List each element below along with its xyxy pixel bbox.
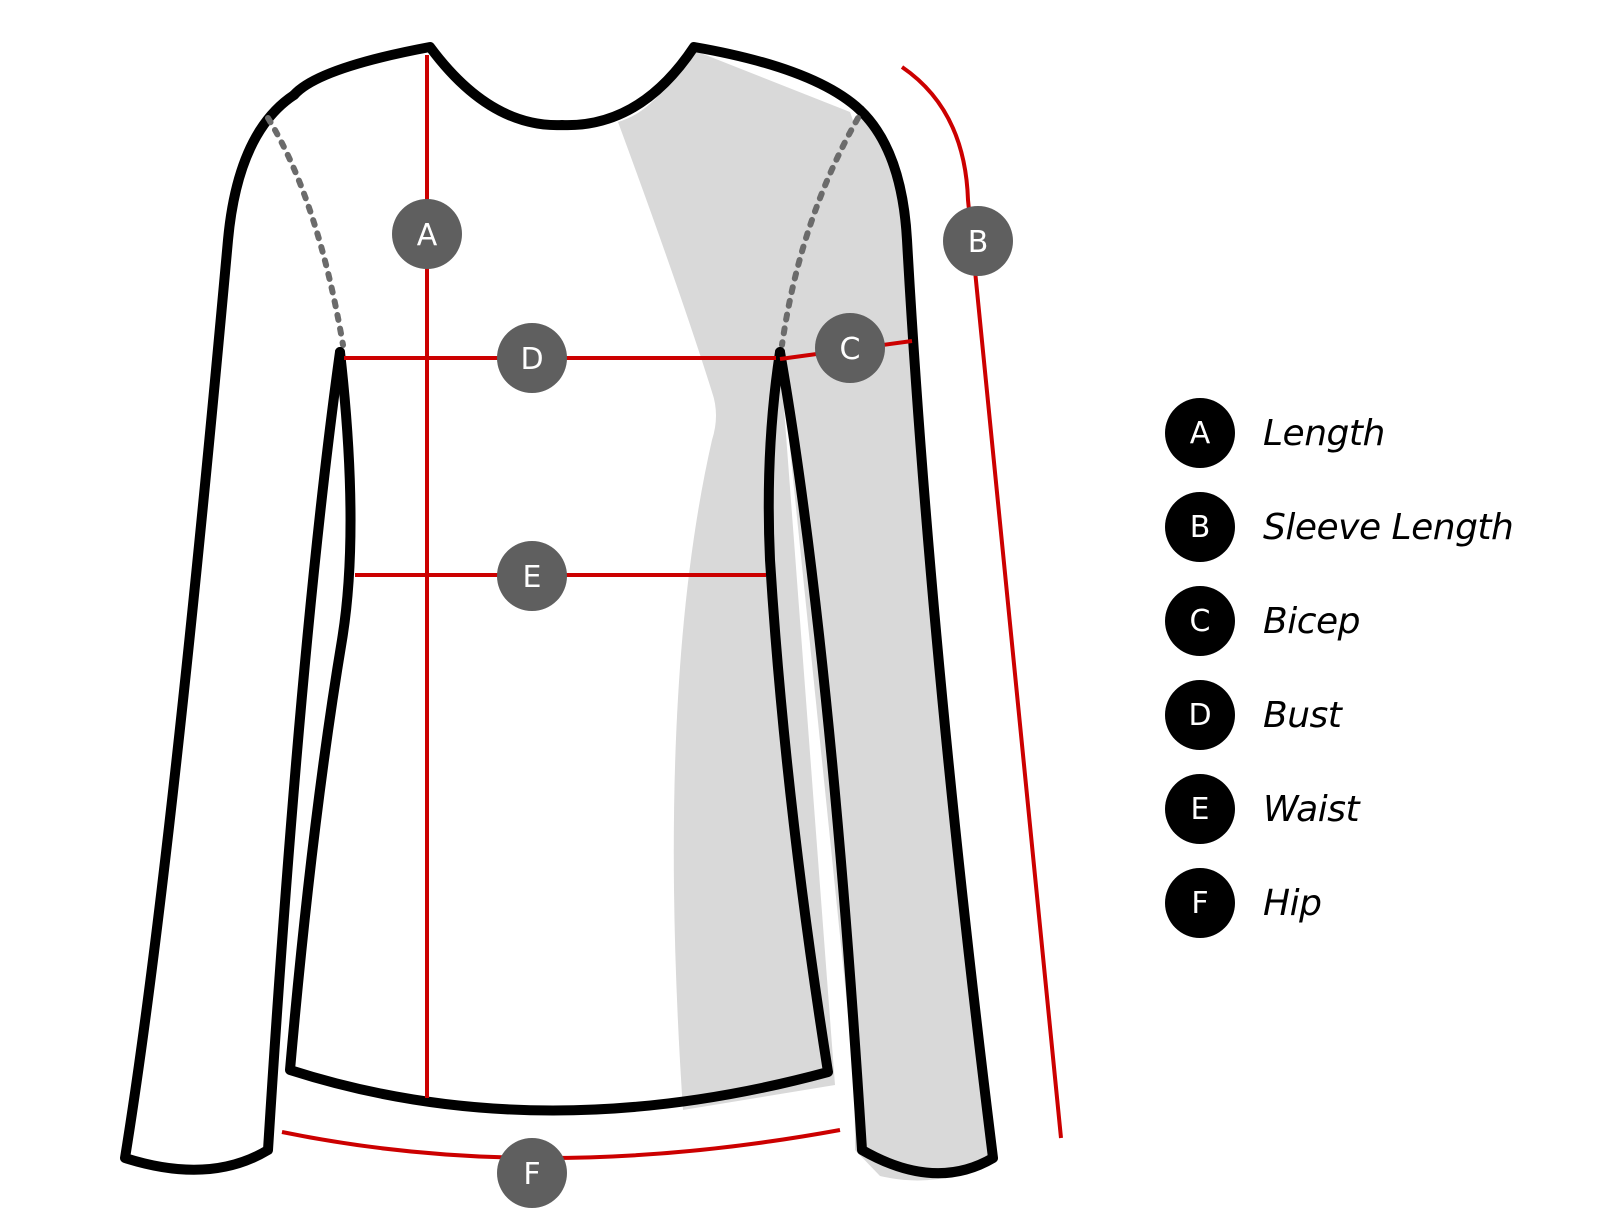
marker-c: C	[815, 313, 885, 383]
collar-outline	[289, 42, 865, 131]
right-armhole-seam	[779, 115, 861, 348]
legend-badge: A	[1165, 398, 1235, 468]
svg-text:E: E	[523, 560, 542, 595]
legend-label: Sleeve Length	[1263, 506, 1514, 548]
legend-badge: C	[1165, 586, 1235, 656]
svg-text:B: B	[968, 225, 989, 260]
legend-label: Bust	[1263, 694, 1342, 736]
legend-item-sleeve-length: B Sleeve Length	[1165, 480, 1514, 574]
legend-item-length: A Length	[1165, 386, 1513, 480]
legend-badge: B	[1165, 492, 1235, 562]
legend-label: Hip	[1263, 882, 1322, 924]
marker-a: A	[392, 199, 462, 269]
marker-d: D	[497, 323, 567, 393]
sleeve-length-line	[900, 65, 1063, 1139]
legend-item-waist: E Waist	[1165, 762, 1513, 856]
svg-text:A: A	[417, 218, 438, 253]
legend-item-bicep: C Bicep	[1165, 574, 1513, 668]
svg-text:C: C	[840, 332, 861, 367]
legend-label: Length	[1263, 412, 1385, 454]
legend-label: Waist	[1263, 788, 1360, 830]
right-sleeve-outline	[775, 105, 998, 1179]
legend-badge: D	[1165, 680, 1235, 750]
measurement-legend: A Length B Sleeve Length C Bicep D Bust …	[1165, 386, 1514, 950]
legend-badge: F	[1165, 868, 1235, 938]
legend-item-hip: F Hip	[1165, 856, 1513, 950]
svg-text:D: D	[520, 342, 543, 377]
legend-label: Bicep	[1263, 600, 1361, 642]
jacket-body-outline	[285, 347, 833, 1116]
legend-badge: E	[1165, 774, 1235, 844]
left-armhole-seam	[265, 115, 346, 348]
svg-text:F: F	[523, 1157, 540, 1192]
legend-item-bust: D Bust	[1165, 668, 1513, 762]
marker-f: F	[497, 1138, 567, 1208]
left-sleeve-outline	[120, 90, 345, 1175]
jacket-shading	[618, 48, 995, 1181]
marker-b: B	[943, 206, 1013, 276]
marker-e: E	[497, 541, 567, 611]
